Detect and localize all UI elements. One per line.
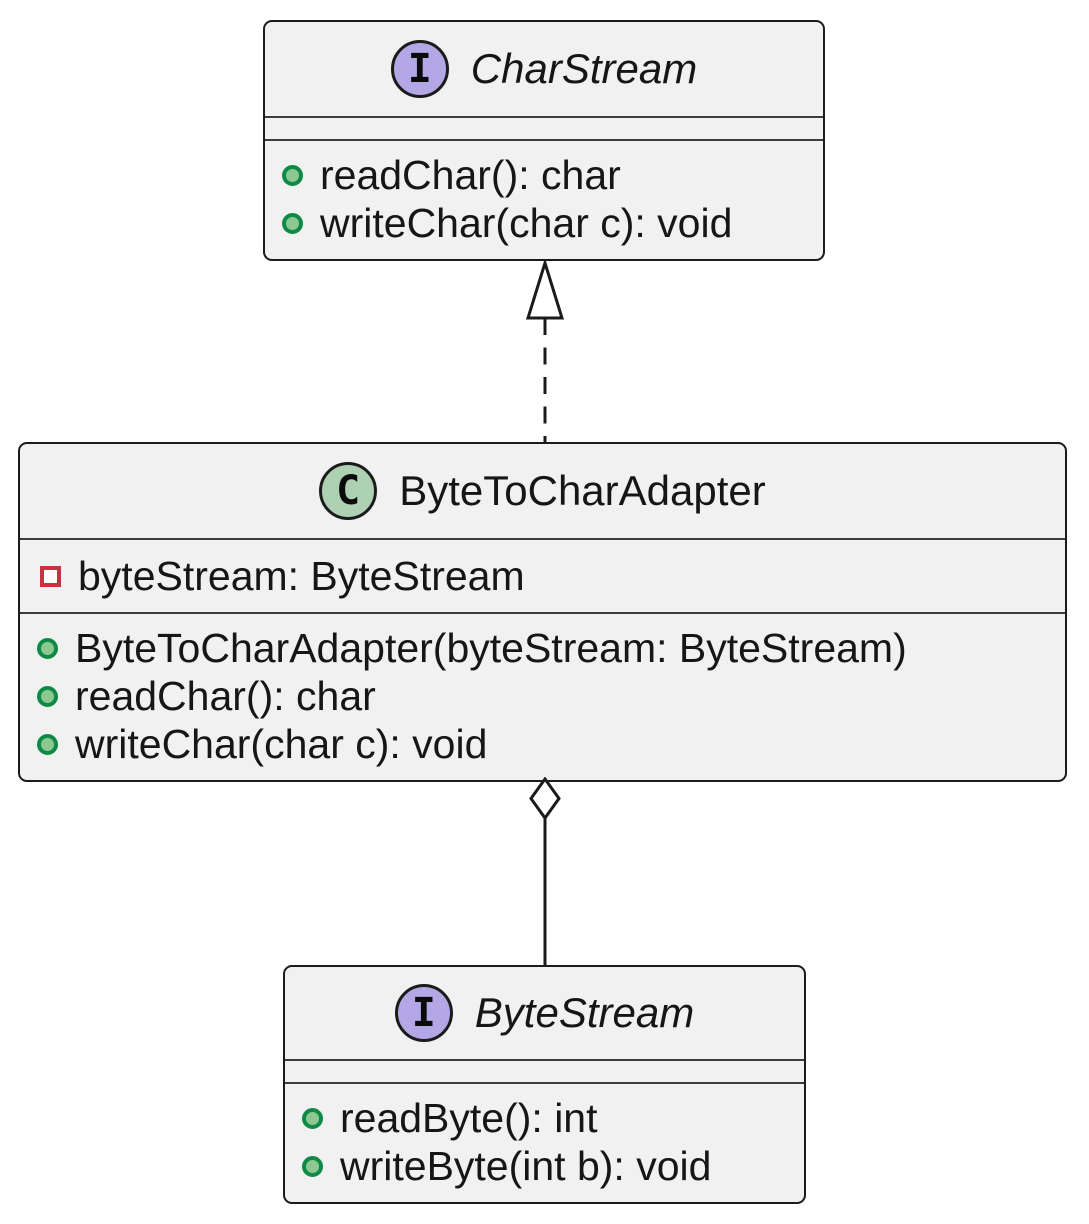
- public-method-icon: [302, 1107, 323, 1129]
- private-field-icon: [40, 565, 61, 587]
- methods-section: ByteToCharAdapter(byteStream: ByteStream…: [20, 612, 1065, 780]
- public-method-icon: [282, 212, 303, 234]
- public-method-icon: [37, 685, 58, 707]
- public-method-icon: [282, 164, 303, 186]
- class-name: CharStream: [470, 45, 698, 92]
- method-label: readChar(): char: [320, 151, 621, 198]
- method-row: ByteToCharAdapter(byteStream: ByteStream…: [20, 624, 1065, 672]
- fields-section: byteStream: ByteStream: [20, 538, 1065, 612]
- method-label: writeChar(char c): void: [320, 199, 733, 246]
- field-row: byteStream: ByteStream: [20, 552, 1065, 600]
- method-label: writeByte(int b): void: [340, 1142, 712, 1189]
- method-row: writeChar(char c): void: [265, 199, 823, 247]
- method-label: writeChar(char c): void: [75, 720, 488, 767]
- class-name: ByteStream: [474, 989, 695, 1036]
- class-box-charstream: I CharStream readChar(): char writeChar(…: [263, 20, 825, 261]
- methods-section: readChar(): char writeChar(char c): void: [265, 139, 823, 259]
- methods-section: readByte(): int writeByte(int b): void: [285, 1082, 804, 1202]
- method-row: readByte(): int: [285, 1094, 804, 1142]
- aggregation-edge: [529, 777, 561, 967]
- public-method-icon: [302, 1155, 323, 1177]
- fields-section-empty: [265, 116, 823, 139]
- class-icon: C: [319, 462, 378, 520]
- method-label: readChar(): char: [75, 672, 376, 719]
- method-label: readByte(): int: [340, 1094, 598, 1141]
- realization-edge: [525, 261, 565, 443]
- public-method-icon: [37, 733, 58, 755]
- class-box-bytetochar-adapter: C ByteToCharAdapter byteStream: ByteStre…: [18, 442, 1067, 782]
- hollow-diamond: [529, 777, 561, 821]
- class-header-charstream: I CharStream: [265, 22, 823, 116]
- class-header-bytestream: I ByteStream: [285, 967, 804, 1059]
- class-header-bytetochar-adapter: C ByteToCharAdapter: [20, 444, 1065, 538]
- interface-icon: I: [390, 40, 449, 98]
- class-name: ByteToCharAdapter: [399, 467, 766, 514]
- method-row: writeChar(char c): void: [20, 720, 1065, 768]
- field-label: byteStream: ByteStream: [78, 552, 525, 599]
- method-label: ByteToCharAdapter(byteStream: ByteStream…: [75, 624, 907, 671]
- public-method-icon: [37, 637, 58, 659]
- method-row: writeByte(int b): void: [285, 1142, 804, 1190]
- interface-icon: I: [394, 984, 453, 1042]
- hollow-triangle-arrowhead: [525, 261, 565, 320]
- fields-section-empty: [285, 1059, 804, 1082]
- method-row: readChar(): char: [20, 672, 1065, 720]
- class-box-bytestream: I ByteStream readByte(): int writeByte(i…: [283, 965, 806, 1204]
- method-row: readChar(): char: [265, 151, 823, 199]
